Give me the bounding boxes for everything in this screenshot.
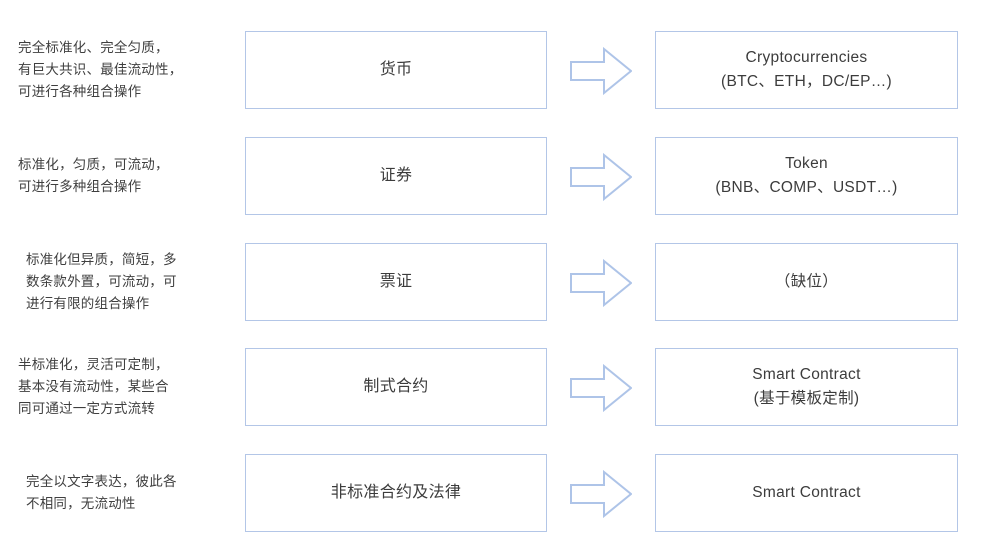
right-block-arrow-icon-1 <box>570 47 632 95</box>
middle-box-label-2: 证券 <box>379 167 413 184</box>
right-box-3[interactable]: （缺位） <box>655 243 958 321</box>
right-box-4[interactable]: Smart Contract (基于模板定制) <box>655 348 958 426</box>
right-box-label-1: Cryptocurrencies (BTC、ETH，DC/EP…) <box>721 48 892 90</box>
row-description-4: 半标准化，灵活可定制， 基本没有流动性，某些合 同可通过一定方式流转 <box>18 357 169 416</box>
right-block-arrow-icon-2 <box>570 153 632 201</box>
middle-box-5[interactable]: 非标准合约及法律 <box>245 454 547 532</box>
right-box-label-4: Smart Contract (基于模板定制) <box>752 365 861 407</box>
middle-box-label-1: 货币 <box>379 61 413 78</box>
diagram-row-1: 完全标准化、完全匀质， 有巨大共识、最佳流动性， 可进行各种组合操作 货币 Cr… <box>0 31 1000 109</box>
right-block-arrow-icon-4 <box>570 364 632 412</box>
right-block-arrow-icon-3 <box>570 259 632 307</box>
diagram-row-3: 标准化但异质，简短，多 数条款外置，可流动，可 进行有限的组合操作 票证 （缺位… <box>0 243 1000 321</box>
right-box-label-3: （缺位） <box>774 272 839 290</box>
middle-box-label-4: 制式合约 <box>363 378 429 395</box>
middle-box-3[interactable]: 票证 <box>245 243 547 321</box>
diagram-row-5: 完全以文字表达，彼此各 不相同，无流动性 非标准合约及法律 Smart Cont… <box>0 454 1000 532</box>
middle-box-label-3: 票证 <box>379 273 413 290</box>
row-description-5: 完全以文字表达，彼此各 不相同，无流动性 <box>26 474 177 511</box>
row-description-3: 标准化但异质，简短，多 数条款外置，可流动，可 进行有限的组合操作 <box>26 252 177 311</box>
right-box-5[interactable]: Smart Contract <box>655 454 958 532</box>
middle-box-2[interactable]: 证券 <box>245 137 547 215</box>
row-description-1: 完全标准化、完全匀质， 有巨大共识、最佳流动性， 可进行各种组合操作 <box>18 40 183 99</box>
right-box-label-5: Smart Contract <box>752 483 861 501</box>
diagram-row-2: 标准化，匀质，可流动， 可进行多种组合操作 证券 Token (BNB、COMP… <box>0 137 1000 215</box>
right-box-1[interactable]: Cryptocurrencies (BTC、ETH，DC/EP…) <box>655 31 958 109</box>
middle-box-4[interactable]: 制式合约 <box>245 348 547 426</box>
right-block-arrow-icon-5 <box>570 470 632 518</box>
middle-box-1[interactable]: 货币 <box>245 31 547 109</box>
right-box-2[interactable]: Token (BNB、COMP、USDT…) <box>655 137 958 215</box>
row-description-2: 标准化，匀质，可流动， 可进行多种组合操作 <box>18 157 169 194</box>
right-box-label-2: Token (BNB、COMP、USDT…) <box>715 154 898 196</box>
middle-box-label-5: 非标准合约及法律 <box>330 484 462 501</box>
diagram-row-4: 半标准化，灵活可定制， 基本没有流动性，某些合 同可通过一定方式流转 制式合约 … <box>0 348 1000 426</box>
